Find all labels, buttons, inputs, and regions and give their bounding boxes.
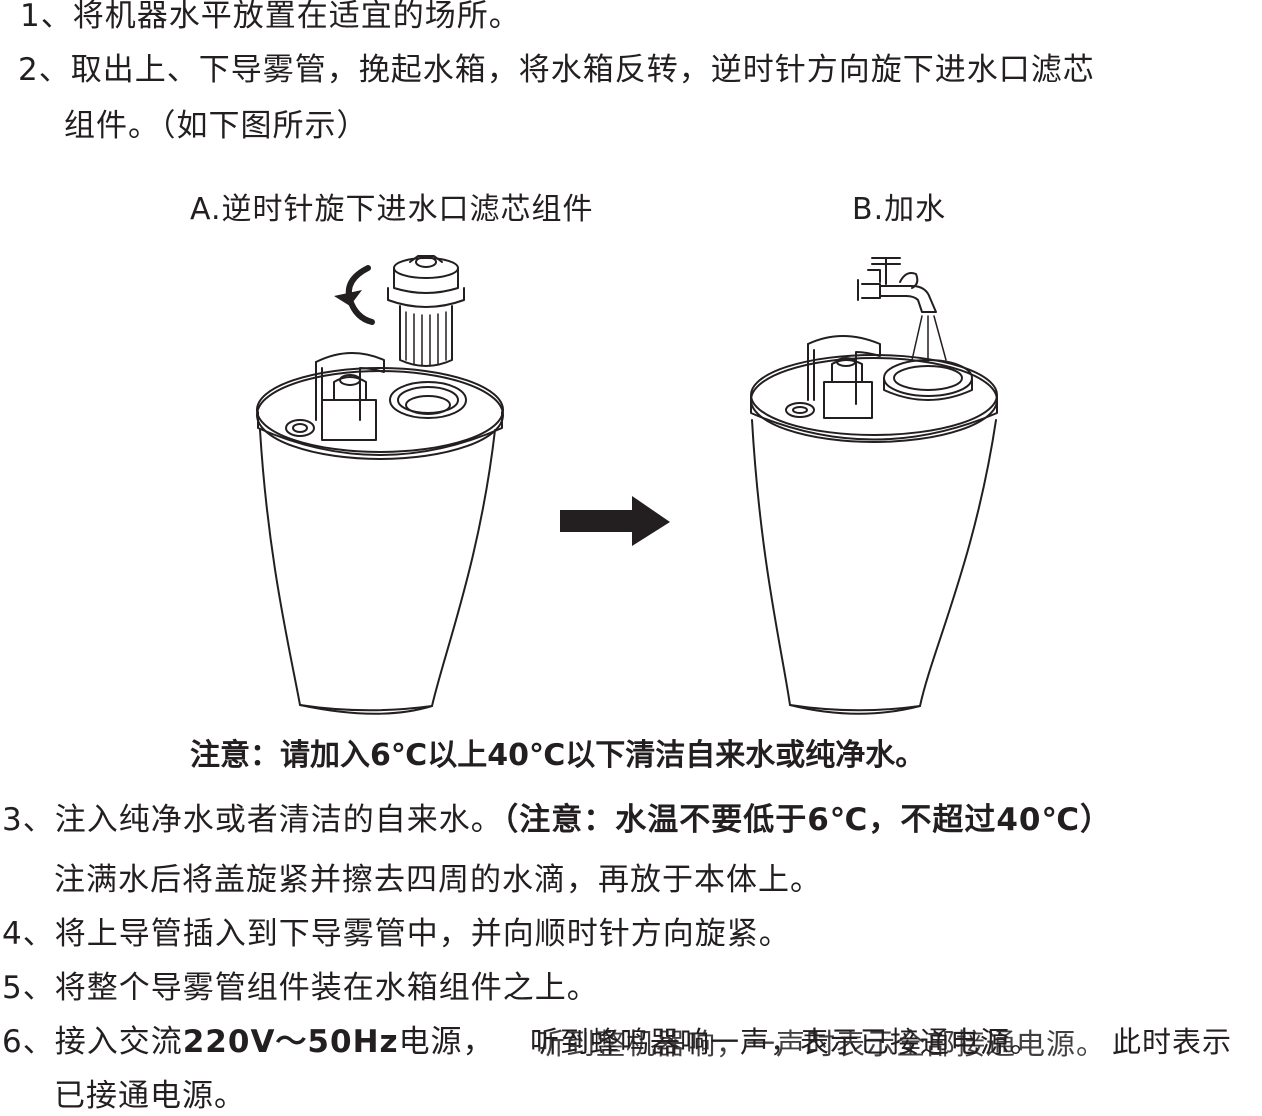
step-6-overlap-a: 听到蜂鸣器响一声，表示已接通电源。 bbox=[530, 1025, 1041, 1059]
step-6-overlap-b: 听到整机器响，一声时表示全部接通电源。 bbox=[536, 1027, 1107, 1061]
figure-caption-a: A.逆时针旋下进水口滤芯组件 bbox=[190, 192, 594, 227]
step-2-line2: 组件。（如下图所示） bbox=[64, 108, 369, 144]
step-6-line2: 已接通电源。 bbox=[54, 1078, 246, 1114]
step-3-text: 3、注入纯净水或者清洁的自来水。 bbox=[2, 802, 503, 838]
step-6-power: 电源， bbox=[398, 1024, 495, 1060]
step-6-suffix: 此时表示 bbox=[1112, 1025, 1233, 1059]
figure-caption-b: B.加水 bbox=[852, 192, 947, 227]
step-4: 4、将上导管插入到下导雾管中，并向顺时针方向旋紧。 bbox=[2, 916, 791, 952]
tank-a bbox=[256, 255, 504, 715]
step-3-line2: 注满水后将盖旋紧并擦去四周的水滴，再放于本体上。 bbox=[54, 862, 822, 898]
step-3-warning: （注意：水温不要低于6℃，不超过40℃） bbox=[502, 802, 1113, 838]
step-6-line1: 6、接入交流220V～50Hz电源， bbox=[2, 1022, 495, 1062]
step-6-voltage: 220V～50Hz bbox=[182, 1024, 399, 1060]
arrow-right-icon bbox=[560, 496, 670, 546]
warning-note: 注意：请加入6℃以上40℃以下清洁自来水或纯净水。 bbox=[190, 738, 926, 773]
illustration-water-tank bbox=[256, 255, 998, 715]
step-2-line1: 2、取出上、下导雾管，挽起水箱，将水箱反转，逆时针方向旋下进水口滤芯 bbox=[18, 52, 1095, 88]
step-3-line1: 3、注入纯净水或者清洁的自来水。（注意：水温不要低于6℃，不超过40℃） bbox=[2, 800, 1112, 840]
tank-b bbox=[750, 257, 998, 715]
step-1: 1、将机器水平放置在适宜的场所。 bbox=[20, 0, 521, 34]
step-5: 5、将整个导雾管组件装在水箱组件之上。 bbox=[2, 970, 599, 1006]
step-6-prefix: 6、接入交流 bbox=[2, 1024, 183, 1060]
